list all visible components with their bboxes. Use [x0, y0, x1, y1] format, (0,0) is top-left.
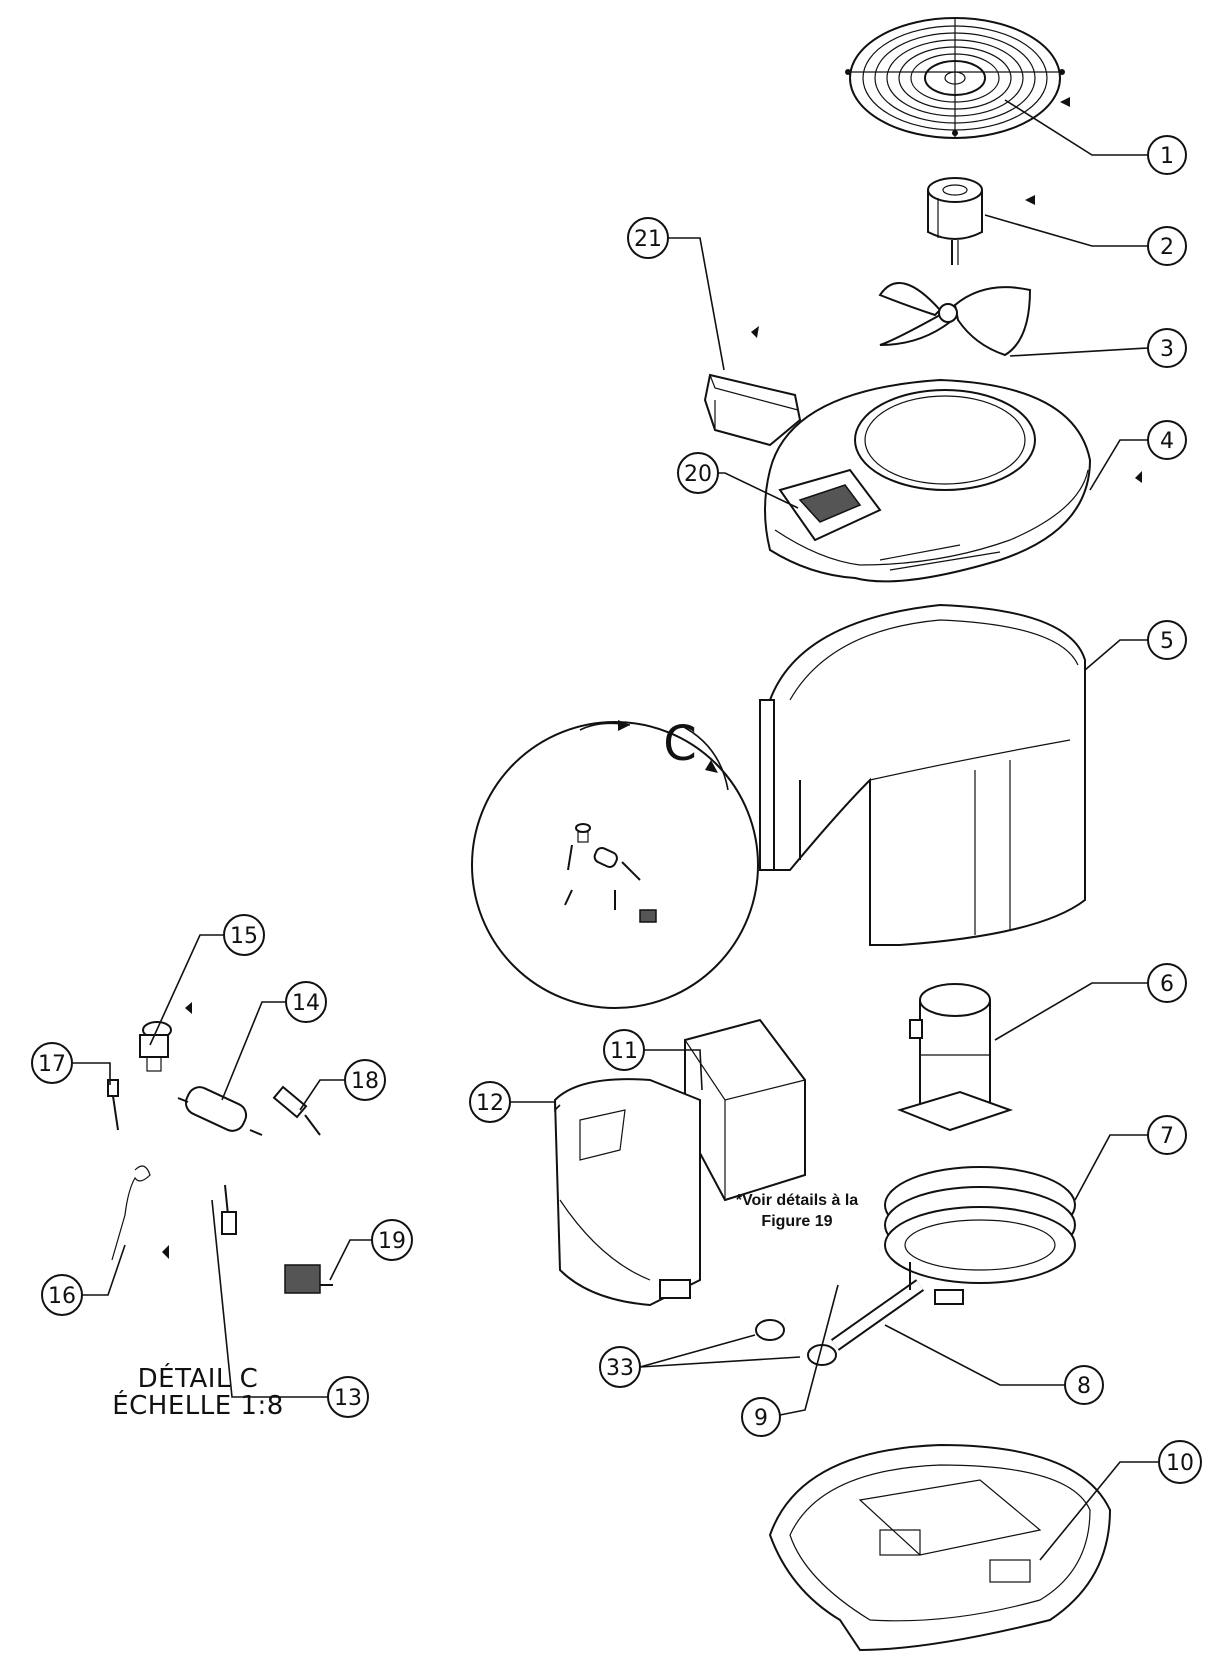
detail-c-bubble: [471, 720, 759, 1009]
callout-14-label: 14: [292, 991, 320, 1016]
figure-19-note-line2: Figure 19: [761, 1213, 833, 1230]
part-fan-guard: [845, 17, 1065, 139]
part-compressor: [896, 983, 1014, 1132]
callout-33-label: 33: [606, 1356, 634, 1381]
part-heat-exchanger: [884, 1166, 1076, 1284]
callout-6: 6: [1147, 963, 1187, 1003]
callout-19: 19: [371, 1219, 413, 1261]
callout-9-label: 9: [754, 1406, 768, 1431]
callout-4-label: 4: [1160, 429, 1174, 454]
part-electrical-box: [684, 1018, 806, 1202]
callout-8: 8: [1064, 1365, 1104, 1405]
detail-c-title: DÉTAIL C ÉCHELLE 1:8: [78, 1366, 318, 1420]
callout-14: 14: [285, 981, 327, 1023]
callout-12: 12: [469, 1081, 511, 1123]
callout-8-label: 8: [1077, 1374, 1091, 1399]
figure-19-note-line1: *Voir détails à la: [735, 1192, 859, 1209]
part-front-panel: [553, 1078, 701, 1307]
part-top-cover: [764, 378, 1092, 583]
detail-c-title-line1: DÉTAIL C: [137, 1364, 259, 1394]
part-base-pan: [768, 1443, 1112, 1652]
callout-5: 5: [1147, 620, 1187, 660]
callout-20: 20: [677, 452, 719, 494]
callout-12-label: 12: [476, 1091, 504, 1116]
callout-10-label: 10: [1166, 1451, 1194, 1476]
leader-lines: [72, 99, 1158, 1561]
part-control-cover: [703, 373, 802, 447]
marker-triangles: [162, 97, 1142, 1259]
callout-11-label: 11: [610, 1039, 638, 1064]
callout-18: 18: [344, 1059, 386, 1101]
callout-18-label: 18: [351, 1069, 379, 1094]
callout-1-label: 1: [1160, 144, 1174, 169]
detail-c-title-line2: ÉCHELLE 1:8: [112, 1391, 284, 1421]
detail-marker-c: C: [663, 716, 697, 772]
callout-7-label: 7: [1160, 1124, 1174, 1149]
callout-9: 9: [741, 1397, 781, 1437]
part-fan-blade: [878, 282, 1032, 357]
callout-16: 16: [41, 1274, 83, 1316]
callout-2-label: 2: [1160, 235, 1174, 260]
callout-10: 10: [1158, 1440, 1202, 1484]
callout-21: 21: [627, 217, 669, 259]
callout-16-label: 16: [48, 1284, 76, 1309]
detail-c-components: [107, 1021, 333, 1294]
callout-20-label: 20: [684, 462, 712, 487]
callout-19-label: 19: [378, 1229, 406, 1254]
callout-5-label: 5: [1160, 629, 1174, 654]
part-fan-motor: [927, 177, 983, 265]
callout-17: 17: [31, 1042, 73, 1084]
callout-1: 1: [1147, 135, 1187, 175]
callout-15-label: 15: [230, 924, 258, 949]
callout-2: 2: [1147, 226, 1187, 266]
callout-3-label: 3: [1160, 337, 1174, 362]
callout-13: 13: [327, 1376, 369, 1418]
callout-7: 7: [1147, 1115, 1187, 1155]
callout-33: 33: [599, 1346, 641, 1388]
callout-11: 11: [603, 1029, 645, 1071]
callout-13-label: 13: [334, 1386, 362, 1411]
callout-4: 4: [1147, 420, 1187, 460]
callout-15: 15: [223, 914, 265, 956]
part-wrap-panel: [759, 603, 1086, 946]
callout-17-label: 17: [38, 1052, 66, 1077]
callout-6-label: 6: [1160, 972, 1174, 997]
callout-3: 3: [1147, 328, 1187, 368]
part-plumbing: [755, 1245, 964, 1366]
callout-21-label: 21: [634, 227, 662, 252]
figure-19-note: *Voir détails à la Figure 19: [702, 1190, 892, 1232]
